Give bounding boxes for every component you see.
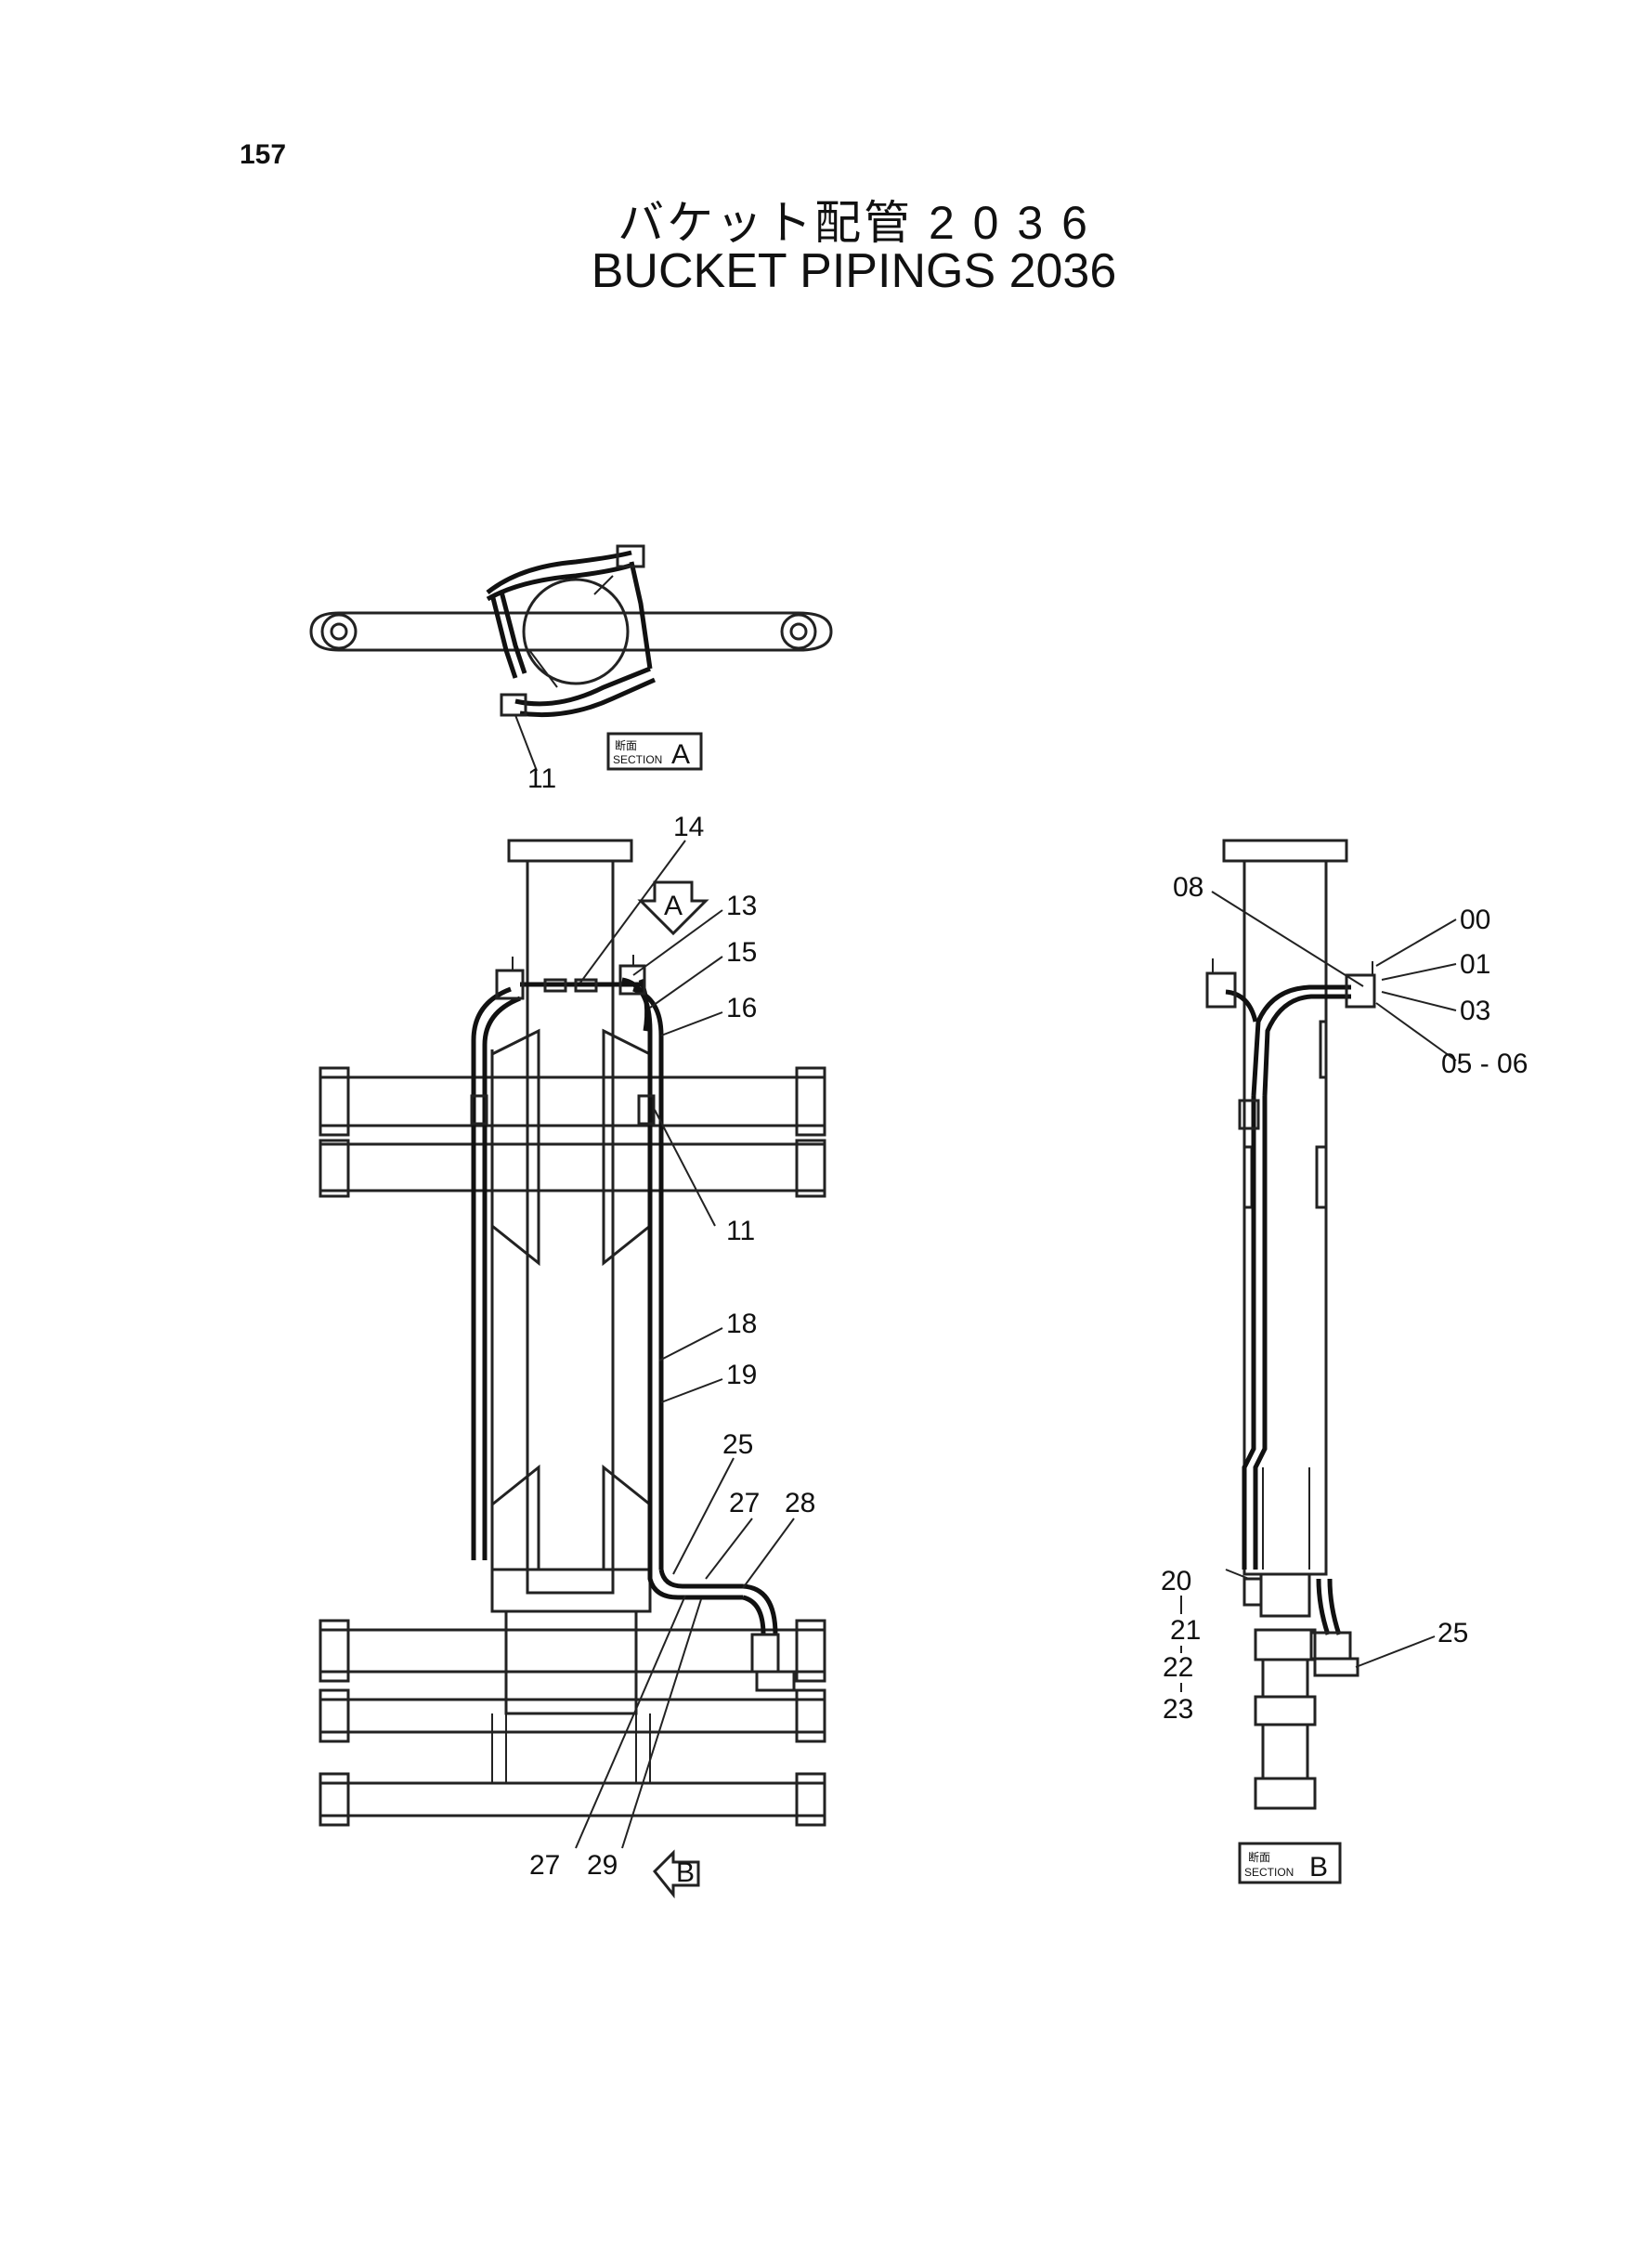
label-19: 19 [726,1360,757,1390]
label-29: 29 [587,1850,618,1881]
label-15: 15 [726,937,757,968]
arrow-a: A [637,880,709,936]
section-b-letter: B [1309,1852,1328,1883]
leader-lines-side [1211,891,1457,1668]
label-05-06: 05 - 06 [1441,1049,1528,1079]
label-20: 20 [1161,1566,1191,1596]
title-english: BUCKET PIPINGS 2036 [591,244,1117,298]
label-23: 23 [1163,1694,1193,1725]
title-japanese: バケット配管 2 0 3 6 [618,197,1090,249]
label-25-side: 25 [1437,1618,1468,1648]
label-11: 11 [726,1216,755,1246]
label-16: 16 [726,993,757,1023]
label-01: 01 [1460,949,1490,980]
side-view [1205,839,1376,1810]
label-03: 03 [1460,996,1490,1026]
label-13: 13 [726,891,757,921]
label-00: 00 [1460,905,1490,935]
label-25: 25 [722,1429,753,1460]
section-b-word: SECTION [1244,1866,1294,1879]
section-a-view [309,544,833,772]
page-number: 157 [240,139,287,170]
section-b-tag: 断面 SECTION B [1238,1842,1342,1884]
label-22: 22 [1163,1652,1193,1683]
label-18: 18 [726,1309,757,1339]
arrow-b: B [652,1849,700,1899]
label-28: 28 [785,1488,815,1518]
section-a-word: SECTION [613,753,662,766]
leader-lines-front [575,840,795,1849]
arrow-a-letter: A [664,891,683,921]
label-14: 14 [673,812,704,842]
section-b-kanji: 断面 [1248,1850,1270,1864]
label-11-top: 11 [527,763,556,794]
section-a-tag: 断面 SECTION A [606,732,703,771]
label-27a: 27 [729,1488,760,1518]
section-a-letter: A [671,739,690,770]
label-27b: 27 [529,1850,560,1881]
arrow-b-letter: B [676,1857,695,1888]
section-a-kanji: 断面 [615,738,637,752]
front-view [319,839,826,1827]
label-08: 08 [1173,872,1203,903]
label-21: 21 [1170,1615,1201,1646]
